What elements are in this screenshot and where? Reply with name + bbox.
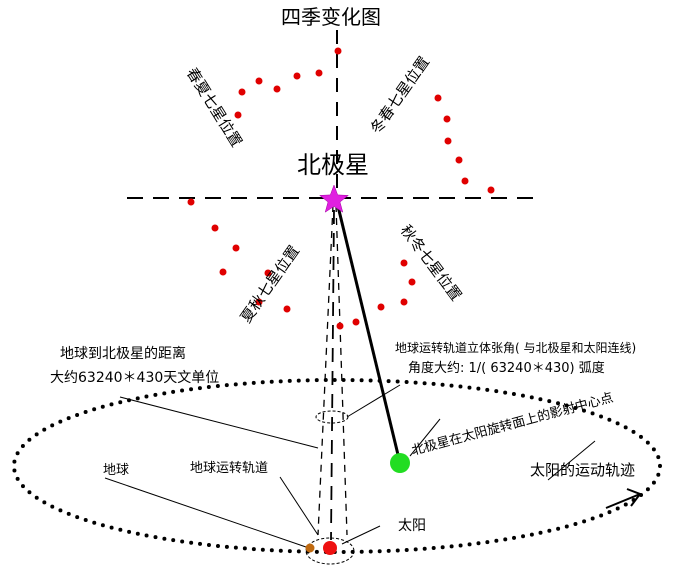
star-dot <box>443 115 451 123</box>
polaris-star-icon <box>319 184 349 213</box>
star-dot <box>283 305 291 313</box>
star-dot <box>334 47 342 55</box>
angle-label-line2: 角度大约: 1/( 63240＊430) 弧度 <box>408 360 605 376</box>
star-dot <box>293 72 301 80</box>
polaris-label: 北极星 <box>297 151 369 179</box>
star-dot <box>434 94 442 102</box>
label-summer-autumn: 夏秋七星位置 <box>237 242 303 326</box>
projection-center-point <box>390 453 410 473</box>
star-dot <box>211 224 219 232</box>
earth-orbit-label: 地球运转轨道 <box>190 461 268 476</box>
star-dot <box>238 88 246 96</box>
cone-left-edge <box>317 204 334 536</box>
cone-top-ring <box>315 410 349 424</box>
leader-earth <box>104 477 307 548</box>
leader-sun-track <box>547 440 596 481</box>
star-dot <box>255 298 263 306</box>
star-dot <box>273 85 281 93</box>
sun-track-ellipse <box>12 378 662 554</box>
angle-label-line1: 地球运转轨道立体张角( 与北极星和太阳连线) <box>395 340 636 355</box>
distance-label-line1: 地球到北极星的距离 <box>60 345 186 362</box>
earth-dot <box>305 543 315 553</box>
leader-earth-orbit <box>279 476 319 536</box>
diagram-title: 四季变化图 <box>281 5 381 29</box>
star-dot <box>352 318 360 326</box>
star-dot <box>187 198 195 206</box>
sun-dot <box>323 541 337 555</box>
star-dot <box>455 156 463 164</box>
distance-label-line2: 大约63240＊430天文单位 <box>50 370 219 386</box>
stars-spring-summer <box>234 47 342 119</box>
star-dot <box>232 244 240 252</box>
star-dot <box>255 77 263 85</box>
projection-label: 北极星在太阳旋转面上的影射中心点 <box>410 390 615 459</box>
earth-label: 地球 <box>103 463 129 478</box>
star-dot <box>400 259 408 267</box>
stars-autumn-winter <box>336 259 416 330</box>
star-dot <box>444 137 452 145</box>
leader-projection <box>409 418 441 457</box>
star-dot <box>336 322 344 330</box>
stars-winter-spring <box>434 94 495 194</box>
polaris-projection-line <box>334 197 402 464</box>
star-dot <box>377 303 385 311</box>
leader-angle <box>346 384 401 418</box>
star-dot <box>234 111 242 119</box>
stars-summer-autumn <box>187 198 291 313</box>
sun-label: 太阳 <box>398 518 426 534</box>
star-dot <box>219 268 227 276</box>
star-dot <box>487 186 495 194</box>
leader-sun <box>341 525 381 545</box>
star-dot <box>400 298 408 306</box>
label-spring-summer: 春夏七星位置 <box>183 64 246 150</box>
star-dot <box>461 177 469 185</box>
cone-center-axis <box>330 209 335 541</box>
cone-right-edge <box>335 204 348 536</box>
sun-track-arrow <box>605 488 642 509</box>
sun-track-label: 太阳的运动轨迹 <box>530 461 635 479</box>
leader-distance <box>119 396 319 449</box>
star-dot <box>264 269 272 277</box>
label-winter-spring: 冬春七星位置 <box>367 53 433 137</box>
star-dot <box>408 278 416 286</box>
earth-orbit-ellipse <box>305 537 355 565</box>
star-dot <box>315 69 323 77</box>
